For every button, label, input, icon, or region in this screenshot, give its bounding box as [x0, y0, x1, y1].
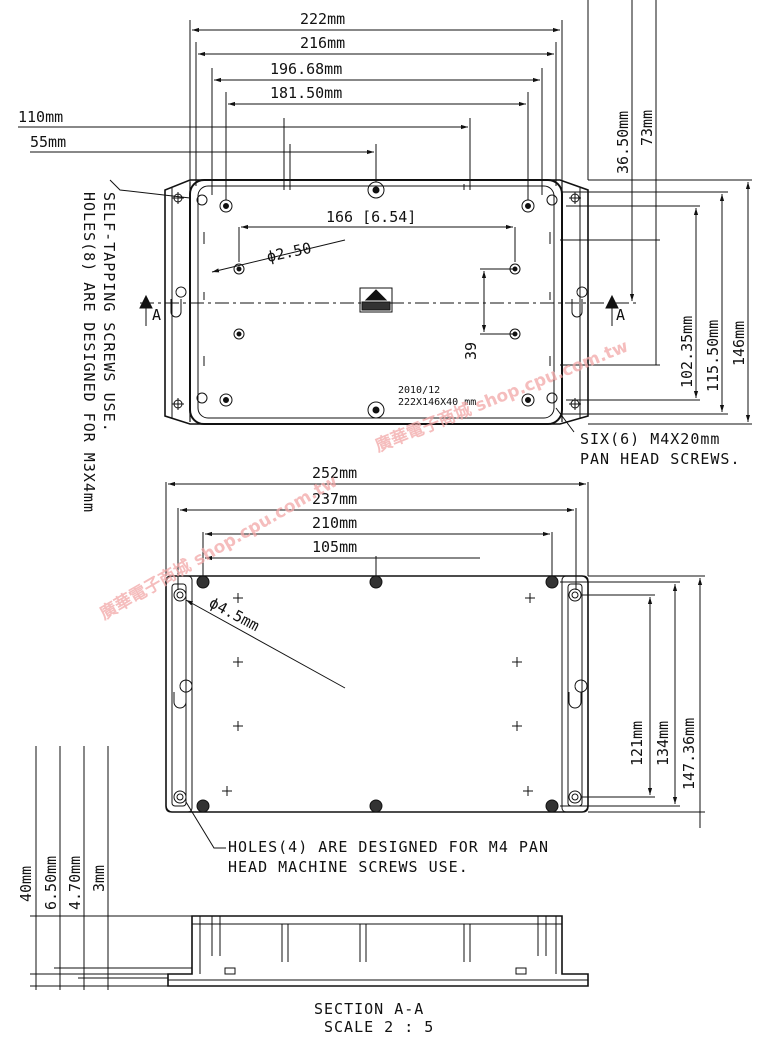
section-scale: SCALE 2 : 5 [324, 1018, 434, 1036]
dim-3: 3mm [90, 865, 108, 892]
dim-40: 40mm [17, 866, 35, 902]
dim-102-35: 102.35mm [678, 316, 696, 388]
bottom-view [165, 575, 589, 813]
note-holes8-line1: HOLES(8) ARE DESIGNED FOR M3X4mm [80, 192, 98, 513]
dim-252: 252mm [312, 464, 357, 482]
section-mark-left: A [152, 306, 161, 324]
note-holes8-line2: SELF-TAPPING SCREWS USE. [100, 192, 118, 433]
section-mark-right: A [616, 306, 625, 324]
dim-hole-4-5: ϕ4.5mm [206, 594, 262, 635]
dim-166: 166 [6.54] [326, 208, 416, 226]
section-dimension-lines [30, 746, 192, 990]
dim-216: 216mm [300, 34, 345, 52]
top-dimension-lines [18, 0, 752, 433]
dim-237: 237mm [312, 490, 357, 508]
label-size: 222X146X40 mm [398, 397, 476, 408]
dim-146: 146mm [730, 321, 748, 366]
dim-181-50: 181.50mm [270, 84, 342, 102]
dim-222: 222mm [300, 10, 345, 28]
dim-hole-2-50: ϕ2.50 [265, 239, 313, 266]
bottom-dimension-lines [165, 481, 705, 849]
section-title: SECTION A-A [314, 1000, 424, 1018]
dim-55: 55mm [30, 133, 66, 151]
dim-105: 105mm [312, 538, 357, 556]
dim-210: 210mm [312, 514, 357, 532]
top-view [140, 179, 640, 425]
dim-147-36: 147.36mm [680, 718, 698, 790]
dim-73: 73mm [638, 110, 656, 146]
dim-36-50: 36.50mm [614, 111, 632, 174]
note-holes4-line2: HEAD MACHINE SCREWS USE. [228, 858, 469, 876]
note-holes4-line1: HOLES(4) ARE DESIGNED FOR M4 PAN [228, 838, 549, 856]
dim-39: 39 [462, 342, 480, 360]
section-view [167, 915, 589, 987]
dim-4-70: 4.70mm [66, 856, 84, 910]
dim-196-68: 196.68mm [270, 60, 342, 78]
dim-115-50: 115.50mm [704, 320, 722, 392]
label-date: 2010/12 [398, 385, 440, 396]
note-six-line1: SIX(6) M4X20mm [580, 430, 720, 448]
dim-110: 110mm [18, 108, 63, 126]
dim-121: 121mm [628, 721, 646, 766]
dim-6-50: 6.50mm [42, 856, 60, 910]
dim-134: 134mm [654, 721, 672, 766]
note-six-line2: PAN HEAD SCREWS. [580, 450, 741, 468]
